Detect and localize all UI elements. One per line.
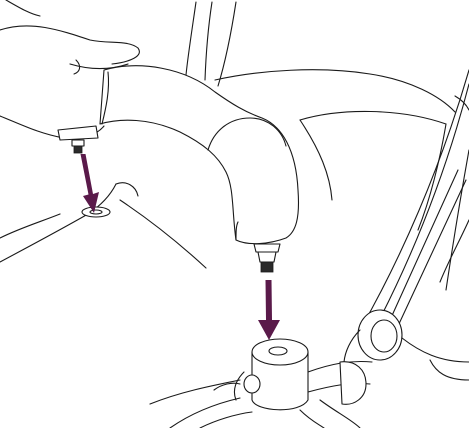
down-arrow-icon bbox=[258, 280, 280, 340]
step-arrow-left bbox=[81, 154, 100, 213]
down-arrow-icon bbox=[81, 154, 100, 213]
lower-arm bbox=[0, 183, 206, 268]
lower-frame-joint bbox=[300, 361, 372, 428]
lower-hand bbox=[150, 372, 252, 428]
left-connector-pin bbox=[58, 126, 98, 153]
frame-tubes bbox=[186, 2, 236, 86]
wheel-hub bbox=[344, 310, 469, 380]
left-receiver-socket bbox=[82, 207, 110, 217]
right-connector-pin bbox=[254, 244, 280, 272]
right-receiver-socket bbox=[244, 339, 308, 410]
step-arrow-right bbox=[258, 280, 280, 340]
push-handle bbox=[100, 66, 299, 244]
